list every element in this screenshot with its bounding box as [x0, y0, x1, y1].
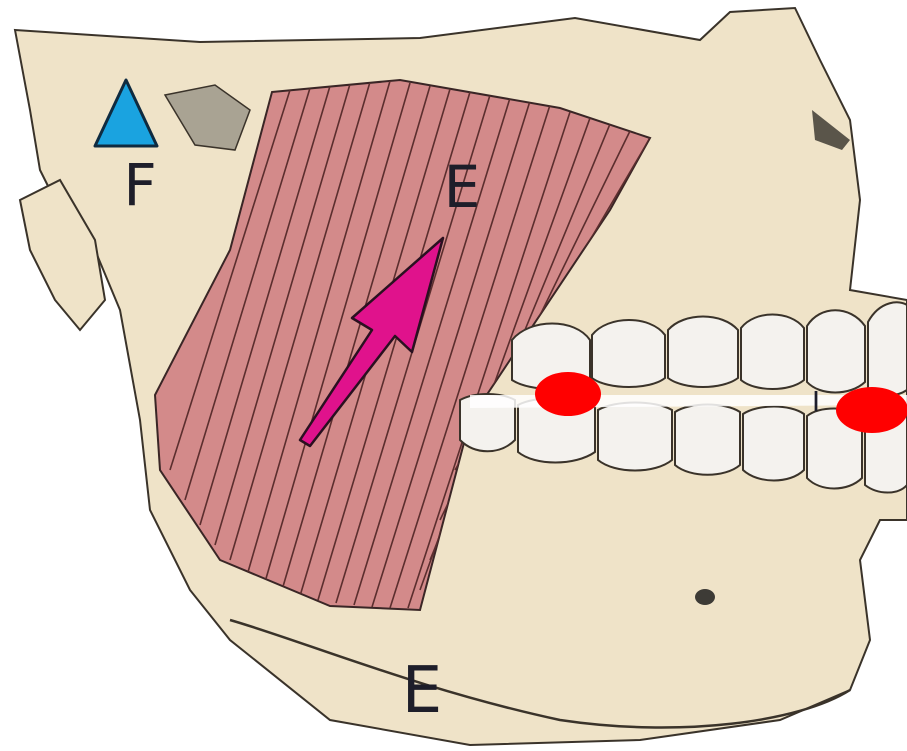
label-i: I — [812, 385, 820, 418]
contact-point-icon — [535, 372, 601, 416]
label-e-lower: E — [402, 654, 442, 728]
label-e-upper: E — [444, 153, 481, 221]
mental-foramen — [695, 589, 715, 605]
contact-point-icon — [836, 387, 907, 433]
label-f: F — [123, 151, 156, 219]
